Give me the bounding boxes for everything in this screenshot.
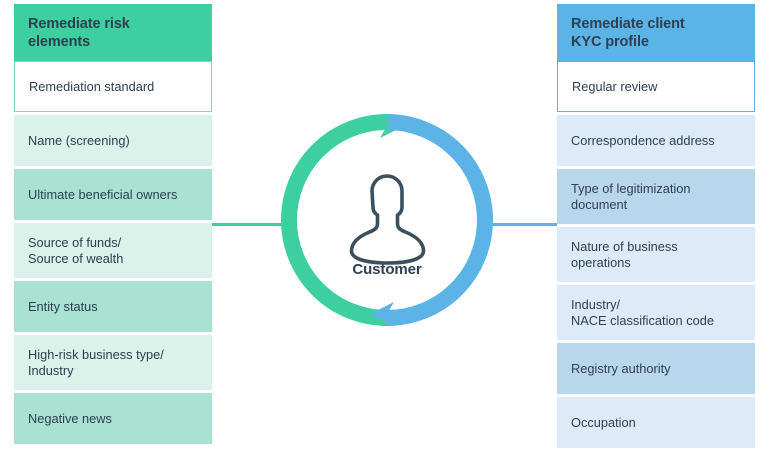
green-cycle-arrow	[281, 114, 404, 326]
risk-element-row[interactable]: Source of funds/ Source of wealth	[14, 223, 212, 278]
risk-element-row[interactable]: Remediation standard	[14, 61, 212, 112]
customer-hub: Customer	[280, 113, 494, 327]
kyc-profile-row[interactable]: Correspondence address	[557, 115, 755, 166]
left-panel-header: Remediate risk elements	[14, 4, 212, 61]
kyc-profile-row[interactable]: Nature of business operations	[557, 227, 755, 282]
connector-line-left	[212, 223, 287, 226]
risk-element-row[interactable]: Ultimate beneficial owners	[14, 169, 212, 220]
person-icon	[349, 174, 426, 265]
right-panel-header: Remediate client KYC profile	[557, 4, 755, 61]
customer-label: Customer	[352, 261, 422, 278]
risk-element-row[interactable]: High-risk business type/ Industry	[14, 335, 212, 390]
blue-cycle-arrow	[370, 114, 493, 326]
risk-element-row[interactable]: Negative news	[14, 393, 212, 444]
kyc-profile-row[interactable]: Occupation	[557, 397, 755, 448]
risk-element-row[interactable]: Entity status	[14, 281, 212, 332]
risk-element-row[interactable]: Name (screening)	[14, 115, 212, 166]
kyc-profile-row[interactable]: Regular review	[557, 61, 755, 112]
right-panel: Remediate client KYC profile Regular rev…	[557, 4, 755, 448]
kyc-profile-row[interactable]: Industry/ NACE classification code	[557, 285, 755, 340]
left-panel: Remediate risk elements Remediation stan…	[14, 4, 212, 444]
kyc-profile-row[interactable]: Registry authority	[557, 343, 755, 394]
kyc-profile-row[interactable]: Type of legitimization document	[557, 169, 755, 224]
connector-line-right	[487, 223, 557, 226]
